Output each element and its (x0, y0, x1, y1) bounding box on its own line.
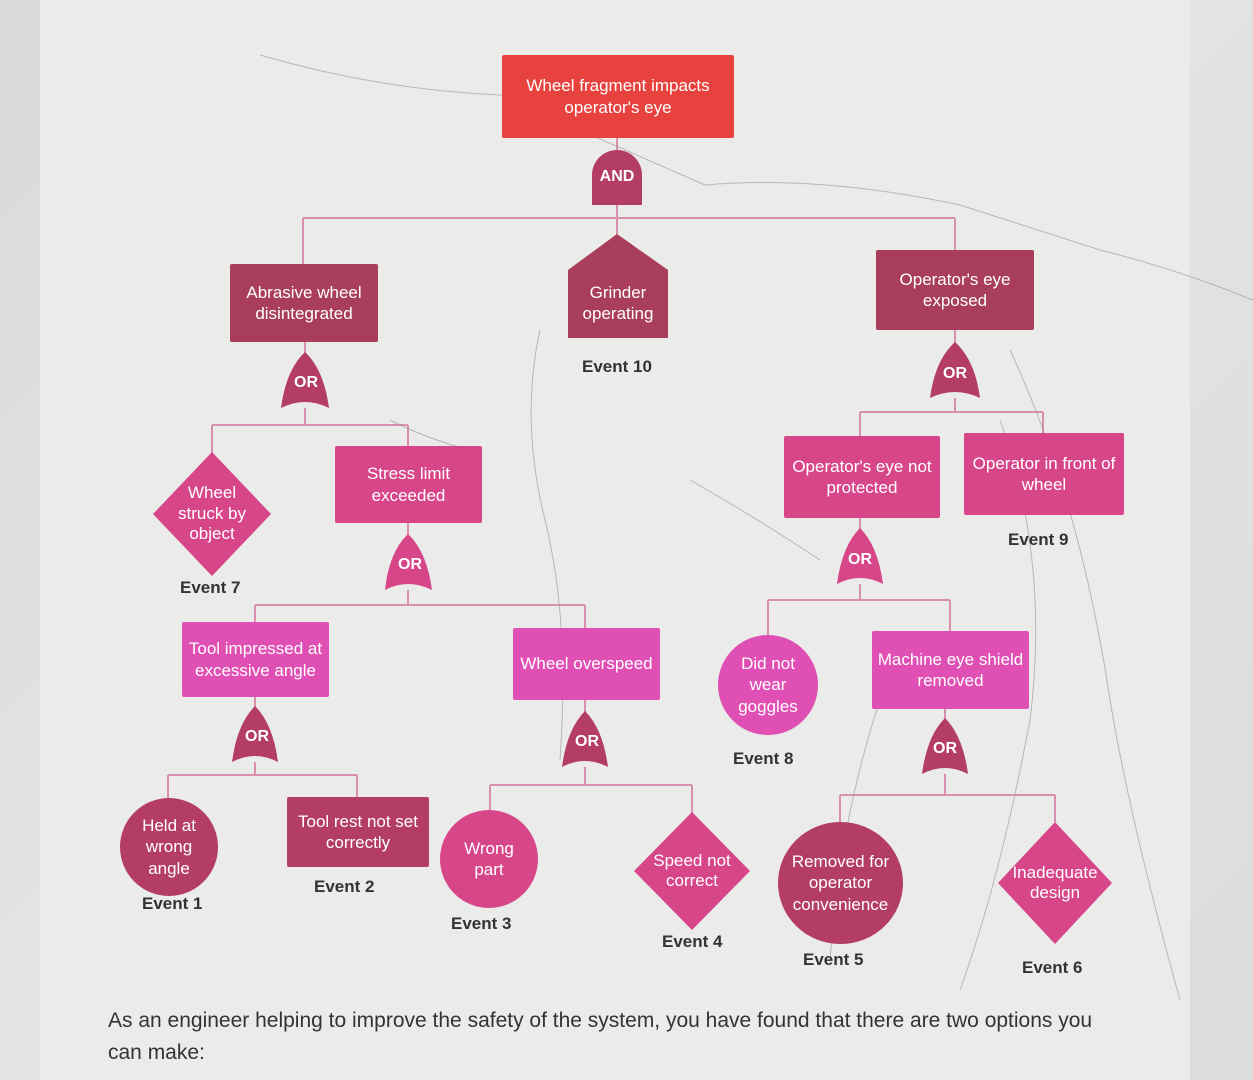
inadequate-design-label: Inadequate design (1012, 862, 1098, 902)
or-gate-overspeed (562, 711, 608, 767)
shield-removed-box: Machine eye shield removed (872, 631, 1029, 709)
wrong-part-label: Wrong part (464, 838, 514, 879)
and-gate-label: AND (599, 168, 635, 185)
wheel-overspeed-label: Wheel overspeed (520, 654, 653, 674)
or-gate-tool-label: OR (245, 728, 269, 745)
event-3-label: Event 3 (451, 914, 512, 933)
abrasive-wheel-label: Abrasive wheel disintegrated (246, 282, 362, 323)
speed-not-correct-label: Speed not correct (653, 850, 731, 890)
not-protected-box: Operator's eye not protected (784, 436, 940, 518)
wheel-overspeed-box: Wheel overspeed (513, 628, 660, 700)
and-gate (592, 150, 642, 205)
event-6-label: Event 6 (1022, 958, 1083, 977)
or-gate-tool (232, 706, 278, 762)
event-10-label: Event 10 (582, 357, 652, 376)
wheel-struck-node: Wheel struck by object (153, 452, 271, 576)
event-7-label: Event 7 (180, 578, 241, 597)
top-event-label: Wheel fragment impacts operator's eye (526, 76, 710, 117)
event-1-label: Event 1 (142, 894, 203, 913)
diamond-wheel-struck (153, 452, 271, 576)
event-4-label: Event 4 (662, 932, 723, 951)
question-text: As an engineer helping to improve the sa… (108, 1009, 1093, 1064)
wrong-part-node: Wrong part (440, 810, 538, 908)
did-not-wear-node: Did not wear goggles (718, 635, 818, 735)
stress-limit-label: Stress limit exceeded (366, 464, 451, 505)
shield-removed-label: Machine eye shield removed (877, 649, 1024, 690)
or-gate-not-protected-label: OR (848, 551, 872, 568)
tool-impressed-box: Tool impressed at excessive angle (182, 622, 329, 697)
or-gate-stress-label: OR (398, 556, 422, 573)
or-gate-exposed-label: OR (943, 365, 967, 382)
stress-limit-box: Stress limit exceeded (335, 446, 482, 523)
connector-lines (167, 138, 1056, 822)
or-gate-exposed (930, 342, 980, 398)
tool-rest-box: Tool rest not set correctly (287, 797, 429, 867)
event-2-label: Event 2 (314, 877, 375, 896)
operator-eye-exposed-label: Operator's eye exposed (899, 269, 1011, 310)
removed-for-convenience-label: Removed for operator convenience (791, 852, 890, 914)
top-event-box: Wheel fragment impacts operator's eye (502, 55, 734, 138)
did-not-wear-label: Did not wear goggles (738, 654, 798, 716)
held-wrong-label: Held at wrong angle (142, 816, 196, 878)
abrasive-wheel-box: Abrasive wheel disintegrated (230, 264, 378, 342)
tool-impressed-label: Tool impressed at excessive angle (188, 639, 323, 680)
diamond-speed-not-correct (634, 812, 750, 930)
fault-tree-diagram (153, 54, 1253, 1000)
in-front-label: Operator in front of wheel (972, 453, 1116, 494)
or-gate-shield (922, 718, 968, 774)
wheel-struck-label: Wheel struck by object (177, 483, 247, 544)
or-gate-overspeed-label: OR (575, 733, 599, 750)
speed-not-correct-node: Speed not correct (634, 812, 750, 930)
grinder-operating-label: Grinder operating (582, 282, 654, 323)
or-gate-not-protected (837, 528, 883, 584)
not-protected-label: Operator's eye not protected (792, 456, 932, 497)
operator-eye-exposed-box: Operator's eye exposed (876, 250, 1034, 330)
removed-for-convenience-node: Removed for operator convenience (778, 822, 903, 944)
inadequate-design-node: Inadequate design (998, 822, 1112, 944)
tool-rest-label: Tool rest not set correctly (297, 811, 418, 852)
diamond-inadequate-design (998, 822, 1112, 944)
or-gate-stress (385, 534, 432, 590)
grinder-operating-box: Grinder operating (572, 270, 664, 336)
held-wrong-node: Held at wrong angle (120, 798, 218, 896)
event-9-label: Event 9 (1008, 530, 1069, 549)
event-8-label: Event 8 (733, 749, 794, 768)
grinder-house-shape (568, 234, 668, 338)
or-gate-abrasive (281, 352, 329, 408)
in-front-box: Operator in front of wheel (964, 433, 1124, 515)
or-gate-shield-label: OR (933, 740, 957, 757)
or-gate-abrasive-label: OR (294, 374, 318, 391)
event-5-label: Event 5 (803, 950, 864, 969)
